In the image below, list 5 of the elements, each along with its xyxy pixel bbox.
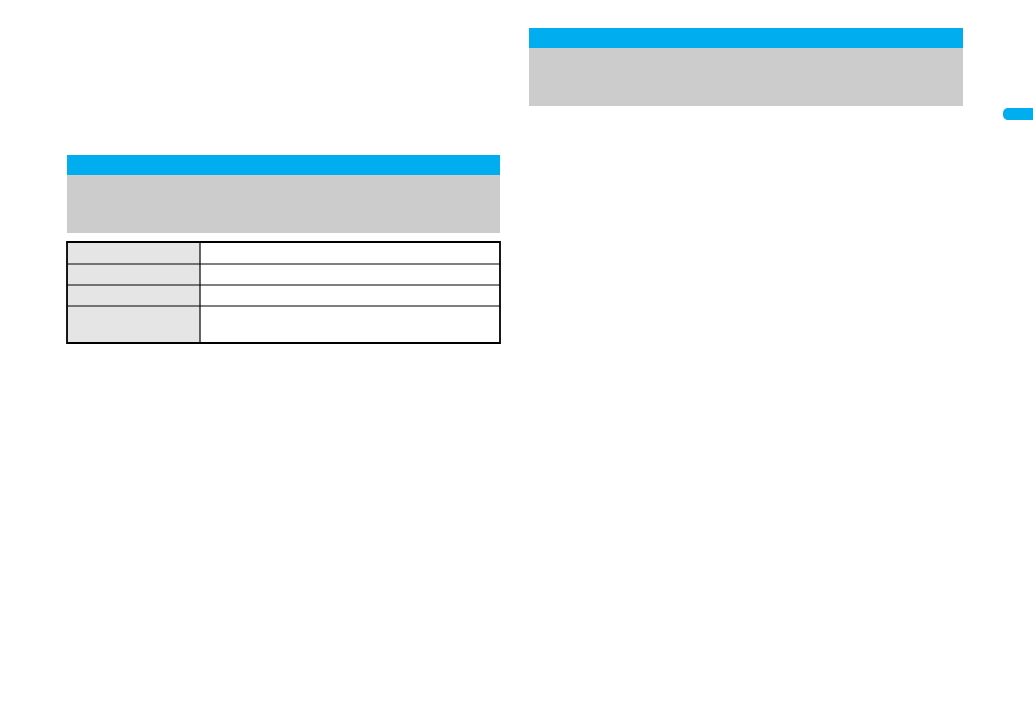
panel-body (529, 48, 963, 106)
header-bar (67, 155, 500, 175)
side-tab (1003, 108, 1033, 120)
panel-body (67, 175, 500, 233)
header-bar (529, 28, 963, 48)
